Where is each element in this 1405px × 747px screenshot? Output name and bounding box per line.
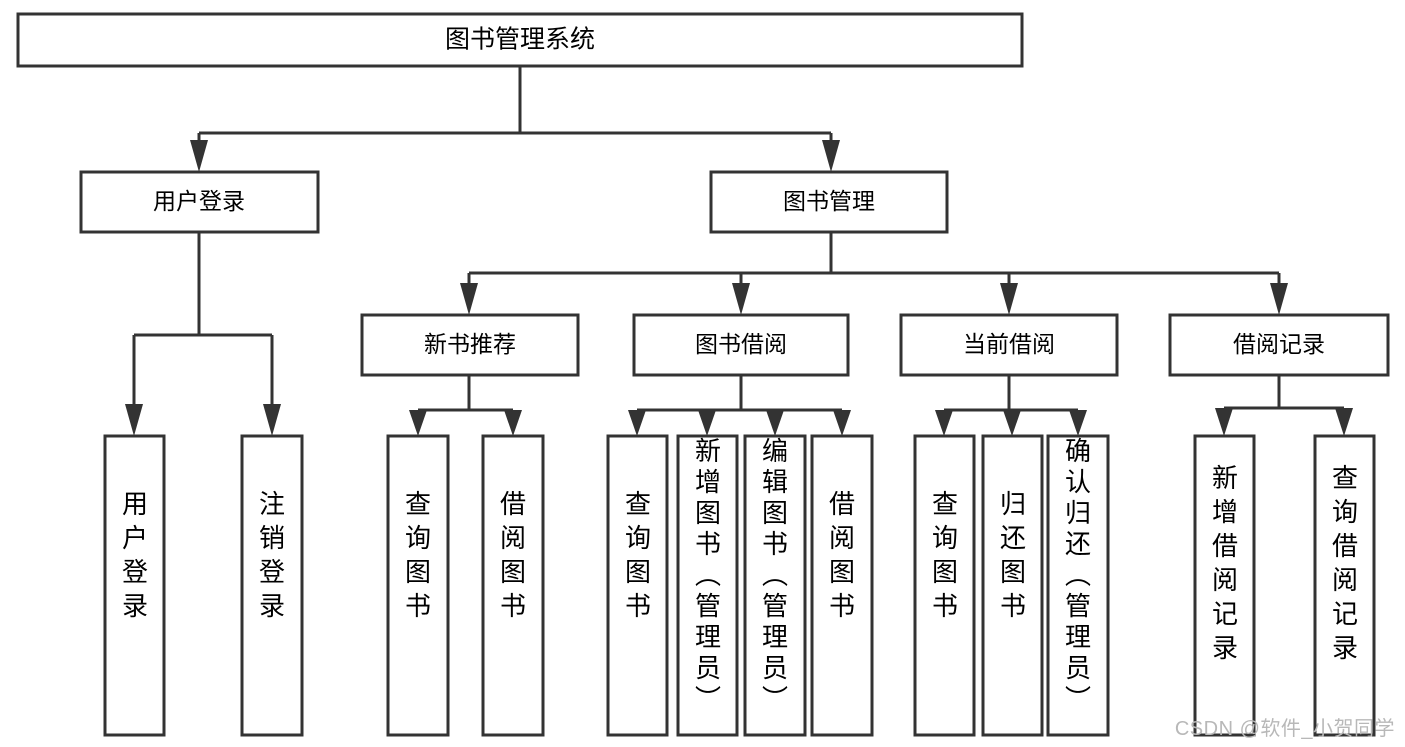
node-root-label: 图书管理系统 bbox=[445, 26, 595, 54]
node-leaf-query-record-rect[interactable] bbox=[1313, 434, 1376, 737]
node-book-borrow-rect[interactable] bbox=[632, 313, 850, 377]
node-book-manage[interactable]: 图书管理 bbox=[709, 170, 949, 234]
node-leaf-user-logout-rect[interactable] bbox=[240, 434, 304, 737]
node-root[interactable]: 图书管理系统 bbox=[16, 12, 1024, 68]
node-current-borrow-rect[interactable] bbox=[899, 313, 1119, 377]
csdn-watermark: CSDN @软件_小贺同学 bbox=[1174, 718, 1395, 740]
arrowhead-user-login bbox=[190, 140, 208, 172]
node-leaf-query-book-1-label: 查询图书 bbox=[405, 489, 431, 621]
node-leaf-query-book-3[interactable]: 查询图书 bbox=[913, 434, 976, 737]
arrowhead-leaf-user-login bbox=[125, 404, 143, 436]
arrowhead-leaf-add-book bbox=[698, 410, 716, 436]
node-leaf-query-book-3-rect[interactable] bbox=[913, 434, 976, 737]
node-leaf-add-record-label: 新增借阅记录 bbox=[1212, 463, 1238, 663]
node-leaf-edit-book-rect[interactable] bbox=[743, 434, 807, 737]
node-leaf-add-record-rect[interactable] bbox=[1193, 434, 1256, 737]
arrowhead-book-borrow bbox=[732, 283, 750, 315]
node-leaf-borrow-book-1[interactable]: 借阅图书 bbox=[481, 434, 545, 737]
node-borrow-record-rect[interactable] bbox=[1168, 313, 1390, 377]
node-leaf-add-book-rect[interactable] bbox=[676, 434, 739, 737]
leaf-nodes-layer: 用户登录 注销登录 查询图书 借阅图书 查询图书 新增图书︵管理员︶ bbox=[103, 434, 1376, 737]
node-leaf-borrow-book-1-label: 借阅图书 bbox=[500, 489, 526, 621]
node-user-login[interactable]: 用户登录 bbox=[79, 170, 320, 234]
node-current-borrow[interactable]: 当前借阅 bbox=[899, 313, 1119, 377]
node-book-borrow-label: 图书借阅 bbox=[695, 331, 787, 357]
arrowhead-leaf-query-book-3 bbox=[935, 410, 953, 436]
arrowhead-leaf-confirm-return bbox=[1069, 410, 1087, 436]
node-leaf-query-record-label: 查询借阅记录 bbox=[1332, 463, 1358, 663]
node-new-book-recommend-rect[interactable] bbox=[360, 313, 580, 377]
node-leaf-user-logout-label: 注销登录 bbox=[259, 489, 285, 621]
arrowhead-book-manage bbox=[822, 140, 840, 172]
node-leaf-edit-book-label: 编辑图书︵管理员︶ bbox=[762, 436, 788, 714]
node-new-book-recommend[interactable]: 新书推荐 bbox=[360, 313, 580, 377]
node-leaf-edit-book[interactable]: 编辑图书︵管理员︶ bbox=[743, 434, 807, 737]
arrowhead-leaf-borrow-book-1 bbox=[504, 410, 522, 436]
node-current-borrow-label: 当前借阅 bbox=[963, 331, 1055, 357]
node-borrow-record-label: 借阅记录 bbox=[1233, 331, 1325, 357]
node-leaf-query-book-2[interactable]: 查询图书 bbox=[606, 434, 669, 737]
node-leaf-add-book[interactable]: 新增图书︵管理员︶ bbox=[676, 434, 739, 737]
arrowhead-borrow-record bbox=[1270, 283, 1288, 315]
node-new-book-recommend-label: 新书推荐 bbox=[424, 331, 516, 357]
node-leaf-query-book-1[interactable]: 查询图书 bbox=[386, 434, 450, 737]
node-book-borrow[interactable]: 图书借阅 bbox=[632, 313, 850, 377]
node-leaf-borrow-book-2-label: 借阅图书 bbox=[829, 489, 855, 621]
node-leaf-borrow-book-2-rect[interactable] bbox=[810, 434, 874, 737]
node-leaf-confirm-return-rect[interactable] bbox=[1046, 434, 1110, 737]
arrowhead-leaf-query-book-1 bbox=[409, 410, 427, 436]
arrowhead-leaf-add-record bbox=[1215, 408, 1233, 436]
node-leaf-return-book[interactable]: 归还图书 bbox=[981, 434, 1044, 737]
node-leaf-user-login[interactable]: 用户登录 bbox=[103, 434, 166, 737]
node-leaf-query-book-2-label: 查询图书 bbox=[625, 489, 651, 621]
arrowhead-leaf-borrow-book-2 bbox=[833, 410, 851, 436]
node-leaf-query-book-1-rect[interactable] bbox=[386, 434, 450, 737]
node-leaf-borrow-book-2[interactable]: 借阅图书 bbox=[810, 434, 874, 737]
node-book-manage-rect[interactable] bbox=[709, 170, 949, 234]
node-root-rect[interactable] bbox=[16, 12, 1024, 68]
arrowhead-leaf-user-logout bbox=[263, 404, 281, 436]
node-leaf-user-login-label: 用户登录 bbox=[122, 489, 148, 621]
node-user-login-label: 用户登录 bbox=[153, 188, 245, 214]
node-leaf-return-book-rect[interactable] bbox=[981, 434, 1044, 737]
node-leaf-query-book-2-rect[interactable] bbox=[606, 434, 669, 737]
node-leaf-user-logout[interactable]: 注销登录 bbox=[240, 434, 304, 737]
arrowhead-leaf-edit-book bbox=[766, 410, 784, 436]
node-leaf-user-login-rect[interactable] bbox=[103, 434, 166, 737]
arrowhead-current-borrow bbox=[1000, 283, 1018, 315]
node-leaf-add-record[interactable]: 新增借阅记录 bbox=[1193, 434, 1256, 737]
node-leaf-return-book-label: 归还图书 bbox=[1000, 489, 1026, 621]
node-book-manage-label: 图书管理 bbox=[783, 188, 875, 214]
arrowhead-leaf-return-book bbox=[1003, 410, 1021, 436]
node-leaf-confirm-return[interactable]: 确认归还︵管理员︶ bbox=[1046, 434, 1110, 737]
node-borrow-record[interactable]: 借阅记录 bbox=[1168, 313, 1390, 377]
connector-layer bbox=[125, 66, 1353, 436]
node-leaf-confirm-return-label: 确认归还︵管理员︶ bbox=[1065, 436, 1091, 714]
node-leaf-add-book-label: 新增图书︵管理员︶ bbox=[695, 436, 721, 714]
node-user-login-rect[interactable] bbox=[79, 170, 320, 234]
node-leaf-query-record[interactable]: 查询借阅记录 bbox=[1313, 434, 1376, 737]
node-leaf-query-book-3-label: 查询图书 bbox=[932, 489, 958, 621]
arrowhead-leaf-query-record bbox=[1335, 408, 1353, 436]
arrowhead-leaf-query-book-2 bbox=[628, 410, 646, 436]
node-leaf-borrow-book-1-rect[interactable] bbox=[481, 434, 545, 737]
arrowhead-new-book-recommend bbox=[460, 283, 478, 315]
